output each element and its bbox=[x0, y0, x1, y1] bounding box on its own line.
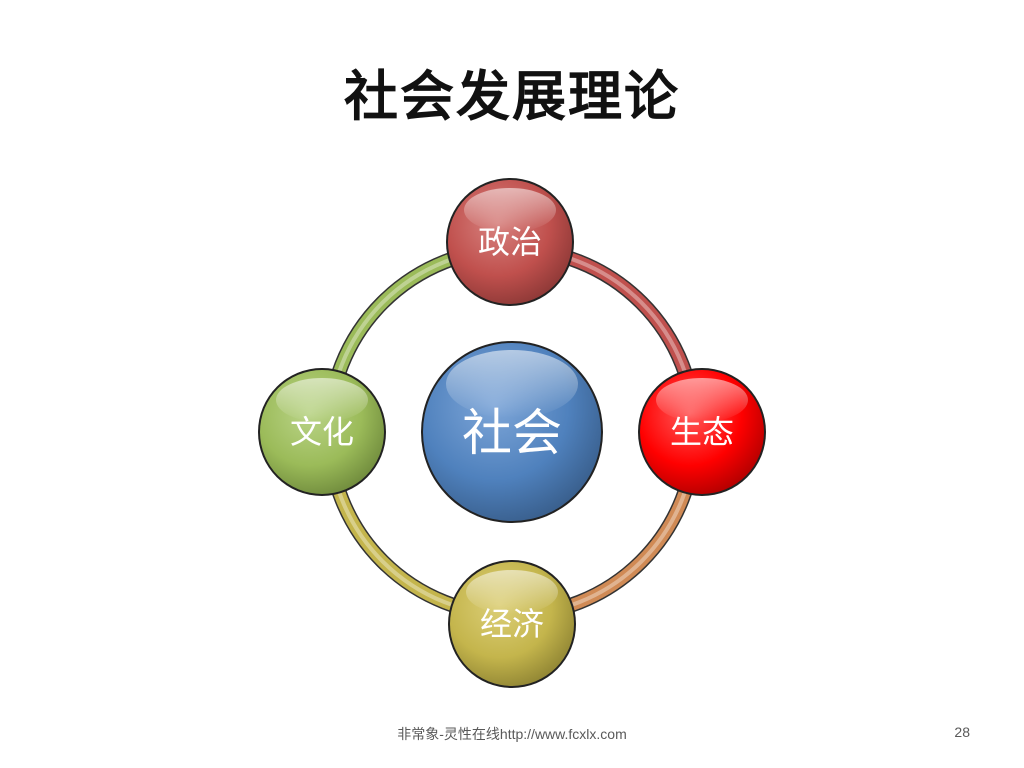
node-politics-label: 政治 bbox=[478, 223, 542, 261]
slide-title: 社会发展理论 bbox=[344, 64, 680, 128]
page-number: 28 bbox=[954, 724, 970, 740]
center-node-society: 社会 bbox=[421, 341, 603, 523]
node-ecology-label: 生态 bbox=[670, 413, 734, 451]
node-economy-label: 经济 bbox=[480, 605, 544, 643]
footer-source: 非常象-灵性在线http://www.fcxlx.com bbox=[397, 726, 627, 742]
node-ecology: 生态 bbox=[638, 368, 766, 496]
node-politics: 政治 bbox=[446, 178, 574, 306]
node-culture-label: 文化 bbox=[290, 413, 354, 451]
center-node-label: 社会 bbox=[462, 404, 562, 462]
node-economy: 经济 bbox=[448, 560, 576, 688]
node-culture: 文化 bbox=[258, 368, 386, 496]
